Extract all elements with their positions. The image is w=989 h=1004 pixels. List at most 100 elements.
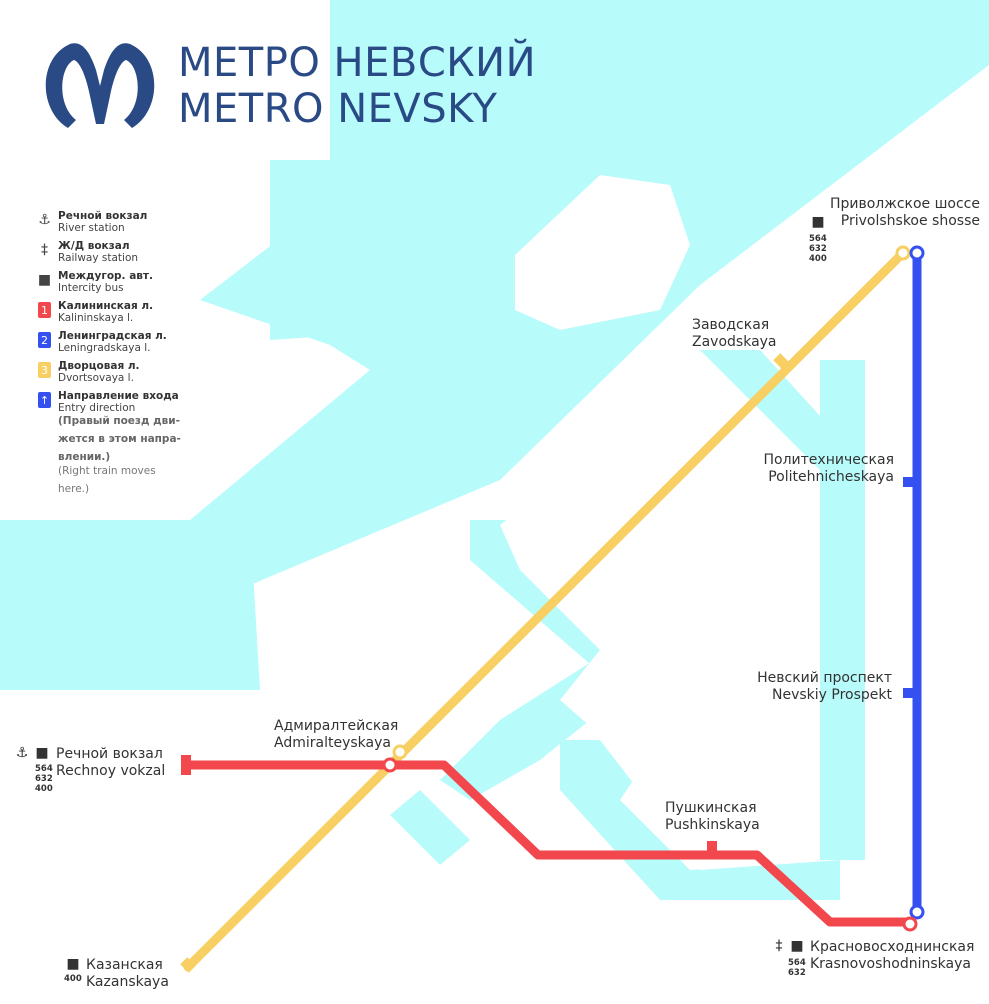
station-name-en: Rechnoy vokzal xyxy=(56,763,166,779)
station-label-nevsky[interactable]: Невский проспект Nevskiy Prospekt xyxy=(720,670,892,704)
legend-item-line-2: 2 Ленинградская л. Leningradskaya l. xyxy=(36,330,196,360)
station-name-ru: Адмиралтейская xyxy=(274,718,399,734)
railway-icon: ‡ xyxy=(41,242,48,258)
line-3-badge: 3 xyxy=(38,362,51,378)
legend-label-en: Railway station xyxy=(58,252,139,264)
station-marker-privolzhskoe-blue xyxy=(909,245,925,261)
river-main xyxy=(0,0,989,690)
land-island-right-inner xyxy=(640,365,810,860)
station-marker-admiralteyskaya-yellow xyxy=(392,744,408,760)
station-label-pushkinskaya[interactable]: Пушкинская Pushkinskaya xyxy=(665,800,760,834)
station-label-krasnovoskhodninskaya[interactable]: Красновосходнинская Krasnovoshodninskaya xyxy=(810,939,974,973)
station-tick-pushkinskaya xyxy=(707,841,717,853)
metro-logo-icon xyxy=(45,43,155,128)
station-name-ru: Невский проспект xyxy=(757,670,892,686)
station-label-kazanskaya[interactable]: Казанская Kazanskaya xyxy=(86,957,169,991)
river-upper-band xyxy=(270,160,420,340)
anchor-icon: ⚓ xyxy=(15,745,29,761)
line-1-kalininskaya xyxy=(182,760,915,927)
river-left-bank xyxy=(0,520,260,690)
legend-label-ru: Направление входа xyxy=(58,390,179,402)
bus-icon: ■ xyxy=(811,214,825,230)
legend-label-ru: Ж/Д вокзал xyxy=(58,240,130,252)
railway-icon: ‡ xyxy=(775,938,783,954)
station-name-ru: Политехническая xyxy=(763,452,894,468)
legend-label-ru: Речной вокзал xyxy=(58,210,148,222)
entry-direction-badge: ↑ xyxy=(38,392,51,408)
legend-label-ru: Ленинградская л. xyxy=(58,330,167,342)
legend-note-ru: (Правый поезд дви-жется в этом напра-вле… xyxy=(58,415,181,463)
canal-right-diag xyxy=(700,350,860,500)
station-name-en: Nevskiy Prospekt xyxy=(772,687,892,703)
station-label-politekhnicheskaya[interactable]: Политехническая Politehnicheskaya xyxy=(720,452,894,486)
station-tick-rechnoy xyxy=(181,755,191,775)
anchor-icon: ⚓ xyxy=(38,212,51,228)
bus-icon: ■ xyxy=(37,272,52,288)
legend-label-en: Entry direction xyxy=(58,402,136,414)
legend-item-line-1: 1 Калининская л. Kalininskaya l. xyxy=(36,300,196,330)
station-marker-krasno-red xyxy=(902,916,918,932)
land-island-left xyxy=(265,545,560,780)
station-name-ru: Пушкинская xyxy=(665,800,757,816)
station-name-en: Pushkinskaya xyxy=(665,817,760,833)
legend-label-en: Kalininskaya l. xyxy=(58,312,134,324)
legend-label-ru: Дворцовая л. xyxy=(58,360,140,372)
station-marker-admiralteyskaya-red xyxy=(382,757,398,773)
station-name-en: Privolshskoe shosse xyxy=(840,213,980,229)
canal-lower-left xyxy=(390,790,470,865)
station-name-ru: Заводская xyxy=(692,317,770,333)
metro-lines xyxy=(182,248,922,972)
station-label-privolzhskoe[interactable]: Приволжское шоссе Privolshskoe shosse xyxy=(800,196,980,230)
legend-note-en: (Right train moves here.) xyxy=(58,465,156,495)
legend: ⚓ Речной вокзал River station ‡ Ж/Д вокз… xyxy=(36,210,196,495)
station-tick-nevsky xyxy=(903,688,917,698)
line-3-dvortsovaya xyxy=(183,248,908,972)
map-title-en: METRO NEVSKY xyxy=(178,86,498,132)
station-name-en: Politehnicheskaya xyxy=(768,469,894,485)
station-label-admiralteyskaya[interactable]: Адмиралтейская Admiralteyskaya xyxy=(274,718,398,752)
legend-label-ru: Междугор. авт. xyxy=(58,270,154,282)
legend-item-line-3: 3 Дворцовая л. Dvortsovaya l. xyxy=(36,360,196,390)
station-tick-politekhnicheskaya xyxy=(903,477,917,487)
station-label-zavodskaya[interactable]: Заводская Zavodskaya xyxy=(692,317,777,351)
station-markers xyxy=(180,245,925,973)
station-name-en: Krasnovoshodninskaya xyxy=(810,956,971,972)
station-label-rechnoy[interactable]: Речной вокзал Rechnoy vokzal xyxy=(56,746,165,780)
bus-icon: ■ xyxy=(66,956,80,972)
land-blocks xyxy=(265,175,820,870)
station-marker-privolzhskoe-yellow xyxy=(895,245,911,261)
legend-label-ru: Калининская л. xyxy=(58,300,154,312)
bus-icon: ■ xyxy=(790,938,804,954)
station-name-ru: Приволжское шоссе xyxy=(829,196,980,212)
legend-item-railway-station: ‡ Ж/Д вокзал Railway station xyxy=(36,240,196,270)
water-areas xyxy=(0,0,989,900)
station-tick-kazanskaya xyxy=(180,957,196,973)
canal-bottom xyxy=(560,740,840,900)
station-name-en: Kazanskaya xyxy=(86,974,169,990)
bus-routes-kazanskaya: 400 xyxy=(64,974,82,984)
station-name-en: Zavodskaya xyxy=(692,334,777,350)
line-2-badge: 2 xyxy=(38,332,51,348)
station-name-ru: Речной вокзал xyxy=(56,746,163,762)
land-island-top xyxy=(515,175,690,330)
map-title-ru: МЕТРО НЕВСКИЙ xyxy=(178,40,537,86)
station-name-ru: Казанская xyxy=(86,957,163,973)
legend-item-entry-direction: ↑ Направление входа Entry direction xyxy=(36,390,196,420)
legend-label-en: Dvortsovaya l. xyxy=(58,372,134,384)
legend-label-en: River station xyxy=(58,222,125,234)
legend-item-intercity-bus: ■ Междугор. авт. Intercity bus xyxy=(36,270,196,300)
station-marker-krasno-blue xyxy=(909,904,925,920)
bus-icon: ■ xyxy=(35,745,49,761)
legend-label-en: Intercity bus xyxy=(58,282,124,294)
legend-label-en: Leningradskaya l. xyxy=(58,342,151,354)
line-1-badge: 1 xyxy=(38,302,51,318)
station-name-en: Admiralteyskaya xyxy=(274,735,391,751)
station-name-ru: Красновосходнинская xyxy=(810,939,975,955)
station-tick-zavodskaya xyxy=(773,353,789,369)
legend-item-river-station: ⚓ Речной вокзал River station xyxy=(36,210,196,240)
